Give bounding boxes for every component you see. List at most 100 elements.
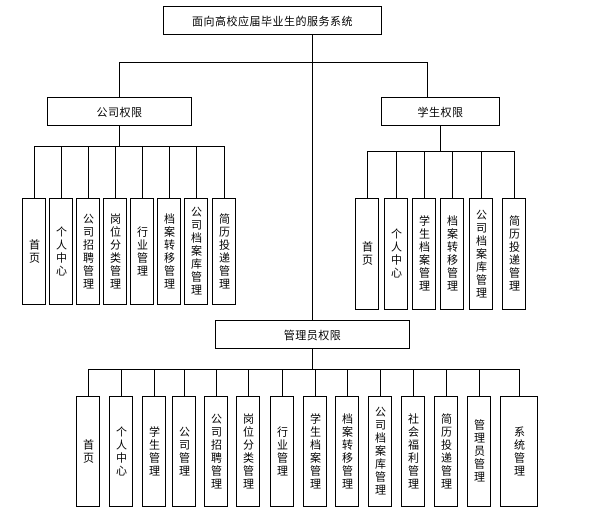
admin-item-label: 公司招聘管理 — [209, 412, 223, 491]
company-item-label: 个人中心 — [54, 225, 68, 278]
company-drop — [61, 146, 62, 198]
admin-item-label: 管理员管理 — [472, 419, 486, 484]
student-bar — [367, 151, 514, 152]
admin-item-box: 岗位分类管理 — [236, 396, 260, 507]
admin-item-box: 公司档案库管理 — [368, 396, 392, 507]
student-item-box: 首页 — [355, 198, 379, 310]
admin-drop — [248, 369, 249, 396]
company-role-box: 公司权限 — [47, 97, 192, 126]
student-item-label: 公司档案库管理 — [474, 208, 488, 300]
company-drop — [88, 146, 89, 198]
admin-drop — [413, 369, 414, 396]
admin-drop — [315, 369, 316, 396]
company-drop — [169, 146, 170, 198]
admin-role-box: 管理员权限 — [215, 320, 410, 349]
admin-item-label: 岗位分类管理 — [241, 412, 255, 491]
admin-item-label: 简历投递管理 — [439, 412, 453, 491]
company-item-box: 档案转移管理 — [157, 198, 181, 305]
admin-stem — [312, 349, 313, 369]
student-drop — [367, 151, 368, 198]
admin-item-label: 公司档案库管理 — [373, 406, 387, 497]
root-title-label: 面向高校应届毕业生的服务系统 — [192, 14, 353, 28]
student-drop — [514, 151, 515, 198]
company-drop — [196, 146, 197, 198]
admin-item-label: 首页 — [81, 438, 95, 465]
connector-root-bar — [119, 62, 428, 63]
admin-item-box: 学生档案管理 — [303, 396, 327, 507]
student-drop — [424, 151, 425, 198]
student-item-label: 学生档案管理 — [417, 215, 431, 293]
admin-drop — [216, 369, 217, 396]
student-role-box: 学生权限 — [381, 97, 500, 126]
admin-drop — [121, 369, 122, 396]
student-item-label: 简历投递管理 — [507, 215, 521, 293]
student-item-label: 首页 — [360, 241, 374, 267]
admin-item-box: 首页 — [76, 396, 100, 507]
admin-item-box: 社会福利管理 — [401, 396, 425, 507]
admin-item-label: 公司管理 — [177, 425, 191, 478]
company-bar — [34, 146, 224, 147]
company-item-box: 简历投递管理 — [212, 198, 236, 305]
student-item-box: 档案转移管理 — [440, 198, 464, 310]
company-item-label: 首页 — [27, 238, 41, 265]
company-drop — [142, 146, 143, 198]
company-item-box: 行业管理 — [130, 198, 154, 305]
company-item-label: 公司档案库管理 — [189, 206, 203, 297]
student-drop — [452, 151, 453, 198]
admin-item-box: 公司管理 — [172, 396, 196, 507]
admin-drop — [282, 369, 283, 396]
connector-to-student — [427, 62, 428, 97]
student-item-box: 简历投递管理 — [502, 198, 526, 310]
admin-item-box: 简历投递管理 — [434, 396, 458, 507]
admin-item-box: 管理员管理 — [467, 396, 491, 507]
admin-item-box: 个人中心 — [109, 396, 133, 507]
company-stem — [119, 126, 120, 146]
company-role-label: 公司权限 — [96, 105, 143, 119]
student-item-label: 档案转移管理 — [445, 215, 459, 293]
admin-drop — [88, 369, 89, 396]
company-item-box: 个人中心 — [49, 198, 73, 305]
company-item-box: 公司档案库管理 — [184, 198, 208, 305]
admin-item-box: 学生管理 — [142, 396, 166, 507]
student-item-box: 学生档案管理 — [412, 198, 436, 310]
admin-item-label: 社会福利管理 — [406, 412, 420, 491]
student-stem — [440, 126, 441, 151]
company-drop — [115, 146, 116, 198]
company-item-box: 岗位分类管理 — [103, 198, 127, 305]
student-role-label: 学生权限 — [417, 105, 464, 119]
company-item-label: 岗位分类管理 — [108, 212, 122, 291]
admin-drop — [479, 369, 480, 396]
admin-role-label: 管理员权限 — [283, 328, 342, 342]
admin-drop — [446, 369, 447, 396]
student-item-box: 公司档案库管理 — [469, 198, 493, 310]
student-item-box: 个人中心 — [384, 198, 408, 310]
student-item-label: 个人中心 — [389, 228, 403, 280]
company-drop — [34, 146, 35, 198]
company-item-box: 首页 — [22, 198, 46, 305]
company-item-box: 公司招聘管理 — [76, 198, 100, 305]
student-drop — [396, 151, 397, 198]
admin-item-box: 公司招聘管理 — [204, 396, 228, 507]
company-item-label: 档案转移管理 — [162, 212, 176, 291]
admin-item-label: 档案转移管理 — [340, 412, 354, 491]
student-drop — [481, 151, 482, 198]
connector-to-company — [119, 62, 120, 97]
connector-root-stem — [312, 35, 313, 320]
company-drop — [224, 146, 225, 198]
admin-drop — [519, 369, 520, 396]
admin-drop — [184, 369, 185, 396]
admin-item-label: 行业管理 — [275, 425, 289, 478]
company-item-label: 行业管理 — [135, 225, 149, 278]
company-item-label: 公司招聘管理 — [81, 212, 95, 291]
admin-bar — [88, 369, 519, 370]
root-title-box: 面向高校应届毕业生的服务系统 — [163, 6, 382, 35]
admin-item-box: 系统管理 — [500, 396, 538, 507]
admin-drop — [347, 369, 348, 396]
company-item-label: 简历投递管理 — [217, 212, 231, 291]
admin-item-label: 系统管理 — [512, 425, 526, 478]
admin-item-box: 档案转移管理 — [335, 396, 359, 507]
admin-item-label: 学生档案管理 — [308, 412, 322, 491]
admin-drop — [380, 369, 381, 396]
admin-drop — [154, 369, 155, 396]
